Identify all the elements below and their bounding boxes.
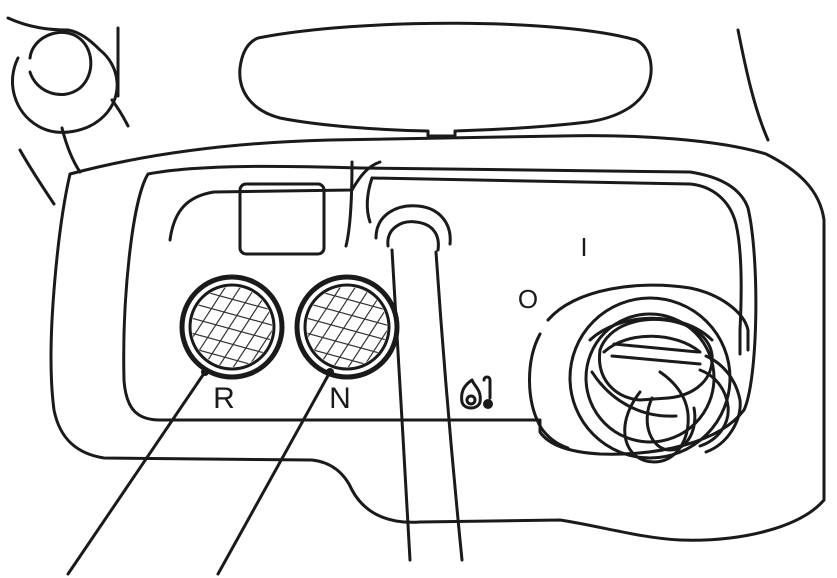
callout-line-r	[66, 370, 207, 576]
indicator-n-mesh	[307, 287, 387, 367]
inner-panel	[122, 164, 758, 456]
switch-on-mark: I	[580, 232, 587, 262]
handle-right-edge	[736, 28, 770, 142]
indicator-n: N	[294, 274, 400, 415]
indicator-r-label: R	[213, 382, 235, 415]
right-plate	[370, 176, 743, 356]
top-window	[238, 21, 653, 138]
ignition-key	[598, 318, 742, 464]
switch-off-mark: O	[518, 284, 538, 314]
callout-line-n	[216, 370, 332, 576]
cable	[374, 204, 464, 562]
housing-outline	[49, 134, 826, 542]
thumb-outline	[6, 16, 130, 206]
indicator-r: R	[179, 274, 285, 415]
indicator-r-mesh	[192, 287, 272, 367]
indicator-n-label: N	[329, 382, 351, 415]
small-display	[238, 182, 326, 256]
oil-temperature-icon	[460, 375, 493, 410]
